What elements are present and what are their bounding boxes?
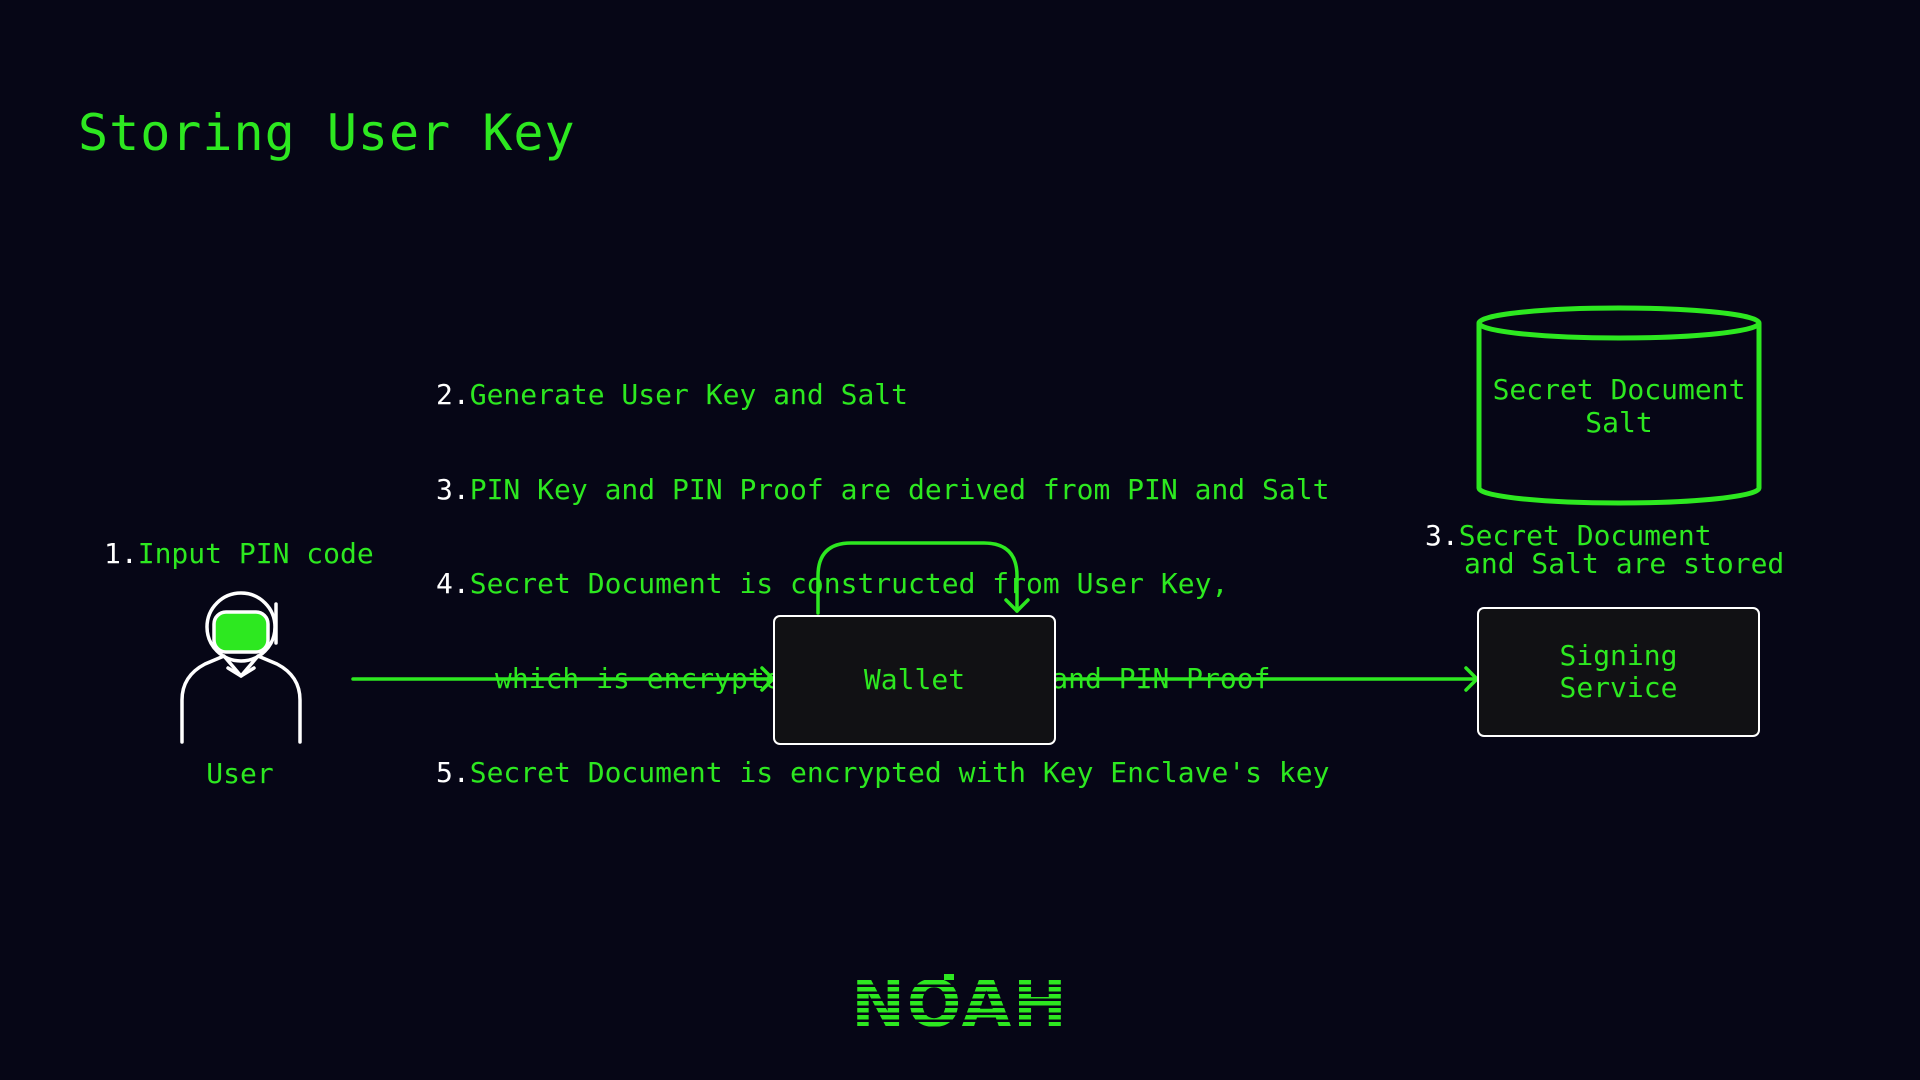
step-text: Secret Document bbox=[1458, 519, 1712, 552]
step-number: 3. bbox=[436, 472, 470, 506]
signing-service-label: Signing Service bbox=[1559, 639, 1678, 704]
signing-service-node: Signing Service bbox=[1477, 607, 1760, 737]
database-cylinder-icon bbox=[1476, 305, 1762, 506]
user-label: User bbox=[206, 757, 274, 790]
step-item: 2.Generate User Key and Salt bbox=[436, 379, 1329, 411]
step-text: Input PIN code bbox=[137, 537, 374, 570]
step-text: PIN Key and PIN Proof are derived from P… bbox=[469, 472, 1330, 506]
page-title: Storing User Key bbox=[78, 104, 576, 162]
step-number: 2. bbox=[436, 378, 470, 411]
astronaut-user-icon bbox=[180, 591, 302, 744]
arrow-wallet-to-signing bbox=[1054, 666, 1479, 692]
step-text: Secret Document is encrypted with Key En… bbox=[469, 756, 1330, 789]
database-label: Secret Document Salt bbox=[1492, 373, 1746, 439]
step-number: 5. bbox=[436, 756, 470, 789]
step-text: Secret Document is constructed from User… bbox=[469, 567, 1229, 600]
logo-text: NOAH bbox=[851, 968, 1068, 1042]
step-text: Generate User Key and Salt bbox=[469, 378, 909, 411]
step-number: 4. bbox=[436, 567, 470, 600]
step-item: 4.Secret Document is constructed from Us… bbox=[436, 568, 1329, 600]
step-number: 3. bbox=[1425, 519, 1459, 552]
self-loop-arrow bbox=[816, 541, 1030, 615]
arrow-user-to-wallet bbox=[351, 666, 775, 692]
step-number: 1. bbox=[104, 537, 138, 570]
noah-logo: NOAH bbox=[851, 968, 1068, 1042]
wallet-node: Wallet bbox=[773, 615, 1056, 745]
user-step-label: 1.Input PIN code bbox=[104, 537, 374, 570]
wallet-label: Wallet bbox=[863, 663, 966, 696]
step-item: 5.Secret Document is encrypted with Key … bbox=[436, 757, 1329, 789]
step-item: 3.PIN Key and PIN Proof are derived from… bbox=[436, 472, 1330, 506]
step-text-continuation: and Salt are stored bbox=[1464, 547, 1785, 580]
